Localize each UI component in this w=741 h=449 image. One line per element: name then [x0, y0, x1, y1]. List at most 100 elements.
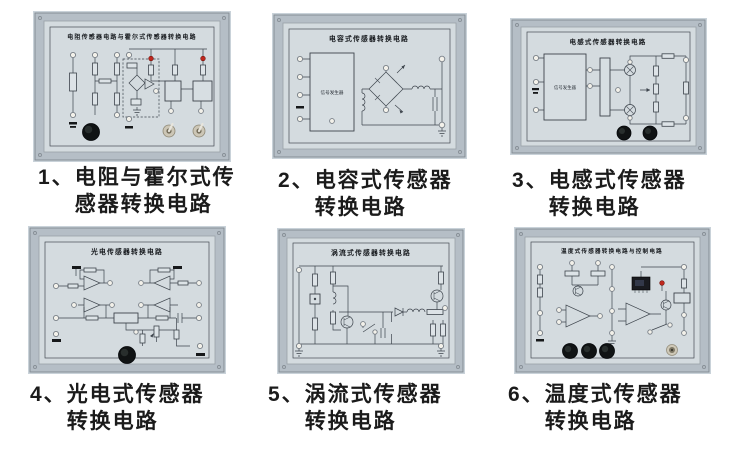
ground-bars — [532, 88, 539, 94]
photo-panel-1: 电阻传感器电路与霍尔式传感器转换电路 — [33, 11, 231, 162]
inductor-vertical — [361, 92, 366, 112]
photo-panel-3: 电感式传感器转换电路 信号发生器 — [510, 18, 707, 155]
caption-line: 电阻与霍尔式传 — [74, 166, 236, 189]
panel-3-board: 电感式传感器转换电路 信号发生器 — [510, 18, 707, 155]
frame-screws — [519, 232, 706, 369]
transistor — [340, 315, 354, 329]
potentiometer-knob — [581, 343, 597, 359]
face-border — [292, 242, 450, 359]
inductor-horizontal — [411, 85, 431, 90]
board-title: 电阻传感器电路与霍尔式传感器转换电路 — [67, 33, 197, 41]
inductor-horizontal — [406, 308, 426, 313]
ic-block — [673, 292, 691, 304]
caption-line: 转换电路 — [548, 196, 641, 219]
potentiometer-knob — [642, 125, 658, 141]
led-red — [148, 55, 154, 62]
caption-4: 4、 光电式传感器 转换电路 — [30, 381, 205, 435]
caption-line: 涡流式传感器 — [304, 383, 443, 406]
toggle-switch — [192, 122, 206, 138]
caption-line: 感器转换电路 — [74, 193, 213, 216]
face-border — [49, 26, 215, 147]
ic-block — [164, 80, 182, 102]
toggle-switch — [162, 122, 176, 138]
circuit-traces — [537, 265, 691, 339]
terminals — [295, 266, 448, 350]
caption-line: 转换电路 — [66, 410, 159, 433]
caption-number: 3、 — [512, 169, 549, 192]
circuit-traces — [538, 53, 689, 127]
frame-screws — [282, 233, 460, 369]
terminals — [296, 55, 446, 129]
face-border — [526, 31, 691, 142]
circuit-traces — [58, 266, 196, 347]
signal-generator-box — [309, 52, 355, 132]
ground-bars — [69, 122, 133, 129]
inductor-vertical — [332, 291, 337, 305]
caption-6: 6、 温度式传感器 转换电路 — [508, 381, 683, 435]
transistor — [572, 285, 584, 297]
caption-number: 2、 — [278, 169, 315, 192]
frame-screws — [38, 16, 226, 157]
face-border — [288, 28, 451, 144]
led-red — [200, 55, 206, 62]
panel-4-board: 光电传感器转换电路 — [28, 226, 226, 374]
caption-2: 2、 电容式传感器 转换电路 — [278, 167, 453, 221]
signal-generator-label: 信号发生器 — [554, 84, 577, 91]
caption-line: 电容式传感器 — [314, 169, 453, 192]
caption-5: 5、 涡流式传感器 转换电路 — [268, 381, 443, 435]
caption-number: 1、 — [38, 166, 75, 189]
caption-number: 6、 — [508, 383, 545, 406]
photo-panel-5: 涡流式传感器转换电路 — [277, 228, 465, 374]
board-title: 温度式传感器转换电路与控制电路 — [561, 247, 663, 255]
caption-number: 5、 — [268, 383, 305, 406]
terminals — [69, 51, 204, 123]
potentiometer-knob — [599, 343, 615, 359]
ground-bars — [536, 339, 616, 347]
caption-number: 4、 — [30, 383, 67, 406]
caption-line: 转换电路 — [544, 410, 637, 433]
frame-screws — [33, 231, 221, 369]
panel-6-board: 温度式传感器转换电路与控制电路 — [514, 227, 711, 374]
board-title: 涡流式传感器转换电路 — [331, 248, 411, 257]
caption-line: 电感式传感器 — [548, 169, 687, 192]
panel-1-board: 电阻传感器电路与霍尔式传感器转换电路 — [33, 11, 231, 162]
caption-3: 3、 电感式传感器 转换电路 — [512, 167, 687, 221]
caption-line: 转换电路 — [304, 410, 397, 433]
panel-5-board: 涡流式传感器转换电路 — [277, 228, 465, 374]
output-jack — [666, 344, 678, 356]
transistor — [430, 289, 444, 303]
frame-screws — [515, 23, 702, 150]
photo-panel-2: 电容式传感器转换电路 信号发生器 — [272, 13, 467, 159]
ground-bars — [52, 339, 205, 356]
circuit-traces — [69, 48, 213, 118]
ground-bars — [296, 106, 446, 137]
ground-bars — [295, 348, 445, 357]
caption-1: 1、 电阻与霍尔式传 感器转换电路 — [38, 164, 236, 218]
board-title: 电感式传感器转换电路 — [570, 37, 647, 46]
led-red — [659, 280, 665, 286]
transistor — [660, 299, 672, 311]
caption-line: 温度式传感器 — [544, 383, 683, 406]
photo-panel-4: 光电传感器转换电路 — [28, 226, 226, 374]
potentiometer-knob — [616, 125, 632, 141]
potentiometer-knob — [118, 346, 136, 364]
panel-2-board: 电容式传感器转换电路 信号发生器 — [272, 13, 467, 159]
potentiometer-knob — [562, 343, 578, 359]
ic-block — [192, 80, 213, 102]
board-face — [38, 235, 216, 365]
frame-screws — [277, 18, 462, 154]
board-title: 电容式传感器转换电路 — [329, 34, 409, 43]
capacitor — [432, 97, 438, 111]
ic-block — [113, 312, 139, 324]
face-border — [530, 241, 695, 359]
caption-line: 光电式传感器 — [66, 383, 205, 406]
circuit-traces — [302, 58, 443, 126]
caption-line: 转换电路 — [314, 196, 407, 219]
signal-generator-label: 信号发生器 — [321, 89, 344, 96]
capacitor — [177, 313, 183, 323]
hall-module-outline — [122, 58, 160, 118]
board-title: 光电传感器转换电路 — [90, 247, 163, 256]
circuit-traces — [298, 265, 446, 345]
potentiometer-knob — [82, 123, 100, 141]
